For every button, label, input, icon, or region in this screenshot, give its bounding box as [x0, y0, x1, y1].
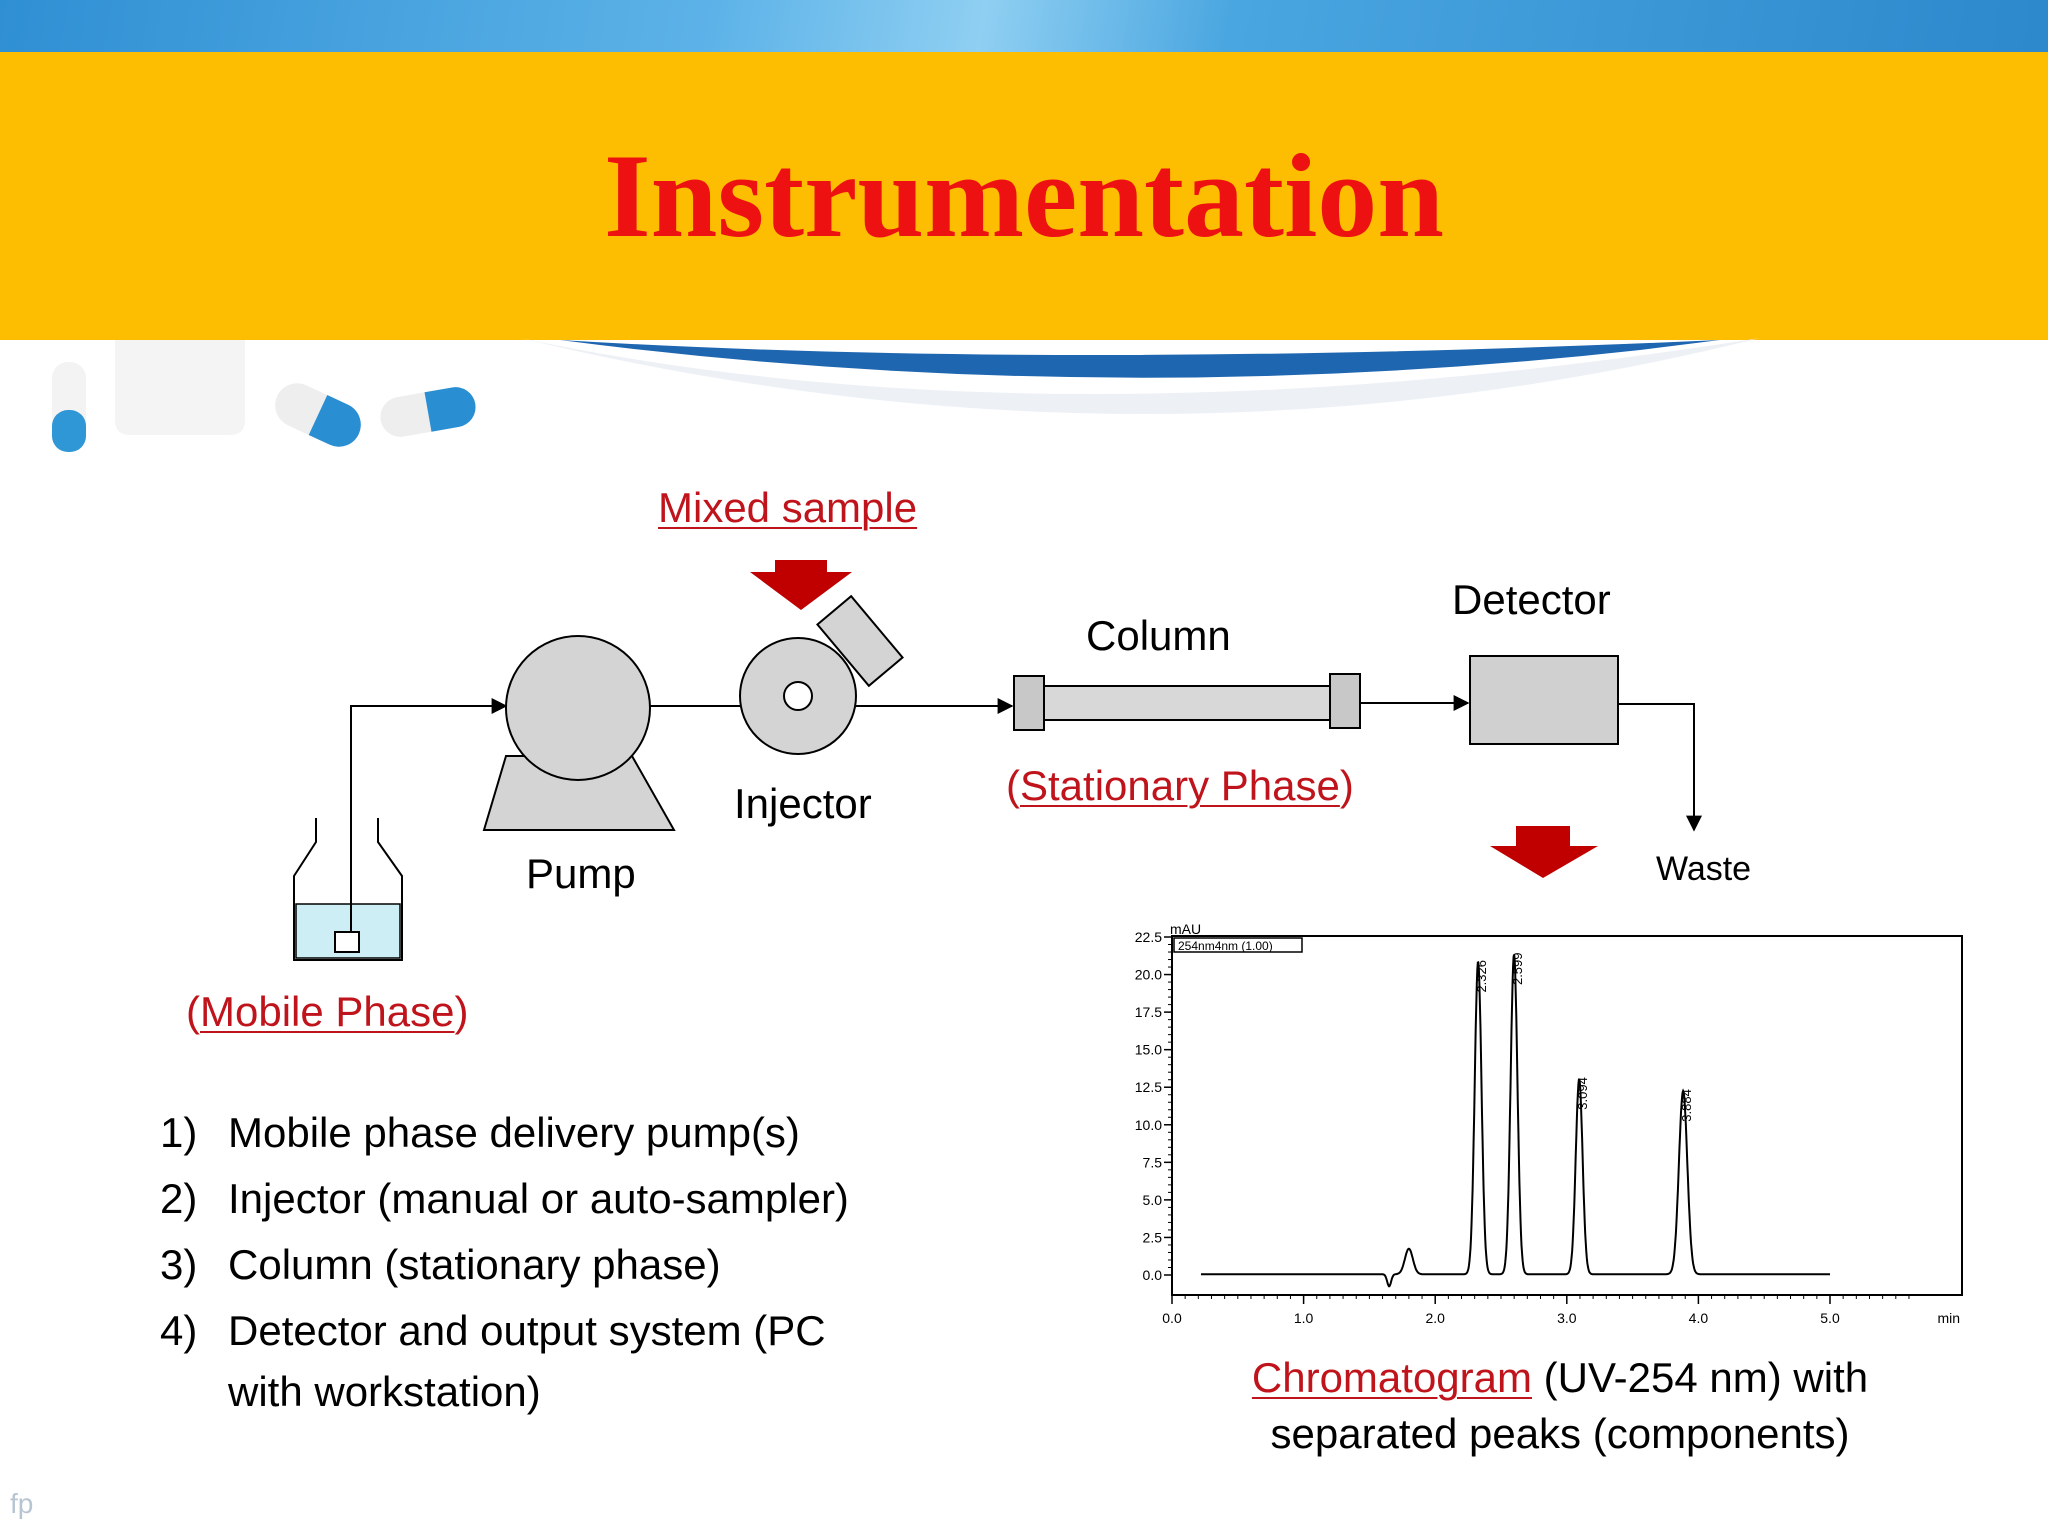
footer-fragment: fp — [10, 1488, 34, 1519]
injector-icon — [739, 594, 904, 755]
mobile-phase-label: (Mobile Phase) — [186, 988, 469, 1035]
waste-label: Waste — [1656, 850, 1752, 888]
x-tick-label: 4.0 — [1689, 1310, 1709, 1326]
y-tick-label: 15.0 — [1135, 1042, 1162, 1058]
y-tick-label: 10.0 — [1135, 1117, 1162, 1133]
x-tick-label: 0.0 — [1162, 1310, 1182, 1326]
list-item-number: 2) — [160, 1175, 198, 1222]
slide-title: Instrumentation — [603, 129, 1445, 262]
stationary-phase-label: (Stationary Phase) — [1006, 762, 1354, 809]
x-tick-label: 3.0 — [1557, 1310, 1577, 1326]
peak-label: 2.326 — [1474, 960, 1489, 993]
tube-bottle-to-pump — [350, 698, 508, 932]
caption-line-2: separated peaks (components) — [1270, 1410, 1850, 1457]
column-icon — [1013, 673, 1361, 731]
legend-entry: 254nm4nm (1.00) — [1178, 939, 1273, 953]
list-item-text: Injector (manual or auto-sampler) — [228, 1175, 849, 1222]
list-item-number: 4) — [160, 1307, 198, 1354]
list-item: 3) Column (stationary phase) — [160, 1232, 849, 1298]
chromatogram-trace — [1201, 954, 1830, 1288]
list-item-continuation: with workstation) — [228, 1368, 541, 1415]
y-tick-label: 2.5 — [1143, 1229, 1163, 1245]
list-item: 1) Mobile phase delivery pump(s) — [160, 1100, 849, 1166]
y-tick-label: 0.0 — [1143, 1267, 1163, 1283]
mixed-sample-label: Mixed sample — [658, 484, 918, 531]
x-tick-label: 1.0 — [1294, 1310, 1314, 1326]
peak-label: 3.094 — [1575, 1077, 1590, 1110]
x-tick-label: 2.0 — [1425, 1310, 1445, 1326]
chromatogram-link[interactable]: Chromatogram — [1251, 1354, 1532, 1401]
peak-label: 3.884 — [1679, 1089, 1694, 1122]
mixed-sample-arrow — [750, 560, 852, 610]
y-axis-unit: mAU — [1170, 921, 1201, 937]
top-decor-band — [0, 0, 2048, 52]
x-axis-unit: min — [1937, 1310, 1960, 1326]
list-item: 4) Detector and output system (PC — [160, 1298, 849, 1364]
detector-icon — [1469, 655, 1619, 745]
list-item-text: Mobile phase delivery pump(s) — [228, 1109, 800, 1156]
y-tick-label: 7.5 — [1143, 1154, 1163, 1170]
y-tick-label: 12.5 — [1135, 1079, 1162, 1095]
title-banner — [0, 52, 2048, 340]
tube-detector-to-waste — [1618, 703, 1702, 832]
list-item-text: Detector and output system (PC — [228, 1307, 826, 1354]
components-list: 1) Mobile phase delivery pump(s) 2) Injecto… — [160, 1100, 849, 1420]
y-tick-label: 5.0 — [1143, 1192, 1163, 1208]
chromatogram-caption: Chromatogram (UV-254 nm) with separated … — [1150, 1350, 1970, 1462]
list-item-text: Column (stationary phase) — [228, 1241, 721, 1288]
list-item: 2) Injector (manual or auto-sampler) — [160, 1166, 849, 1232]
output-arrow — [1490, 826, 1598, 878]
pump-label: Pump — [526, 850, 636, 897]
detector-label: Detector — [1452, 576, 1611, 623]
y-tick-label: 20.0 — [1135, 967, 1162, 983]
pump-icon — [482, 635, 676, 831]
list-item-number: 1) — [160, 1109, 198, 1156]
column-label: Column — [1086, 612, 1231, 659]
caption-line-1: Chromatogram (UV-254 nm) with — [1251, 1354, 1869, 1401]
y-tick-label: 17.5 — [1135, 1004, 1162, 1020]
y-tick-label: 22.5 — [1135, 929, 1162, 945]
chart-frame — [1171, 935, 1963, 1296]
list-item-number: 3) — [160, 1241, 198, 1288]
x-tick-label: 5.0 — [1820, 1310, 1840, 1326]
legend-box — [1173, 937, 1303, 953]
injector-label: Injector — [734, 780, 872, 827]
mobile-phase-bottle — [293, 818, 403, 961]
peak-label: 2.599 — [1510, 952, 1525, 985]
pills-decor — [52, 340, 476, 452]
decor-swoosh — [520, 338, 1760, 414]
